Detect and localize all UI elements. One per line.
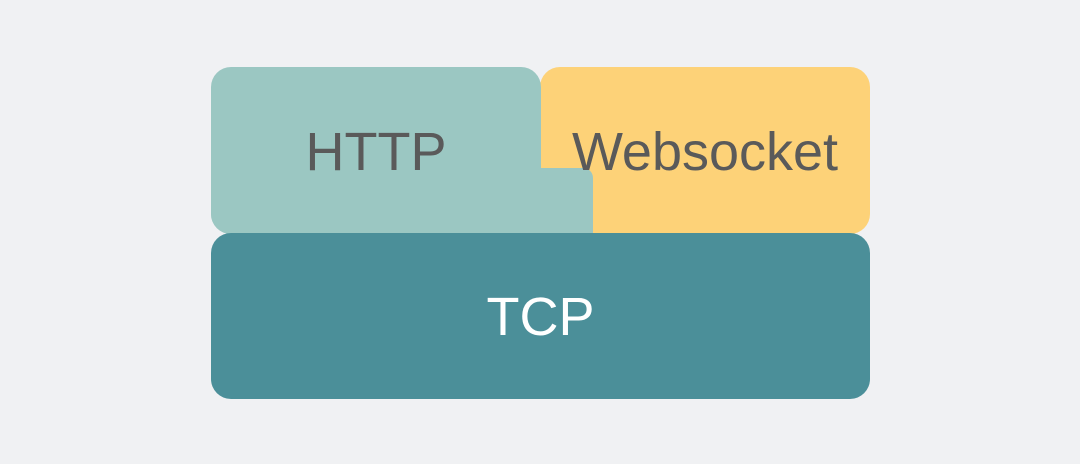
http-layer-extension xyxy=(211,168,593,234)
websocket-layer xyxy=(540,67,870,234)
websocket-label: Websocket xyxy=(571,122,839,182)
tcp-layer xyxy=(211,233,870,399)
http-label: HTTP xyxy=(305,122,447,182)
tcp-label: TCP xyxy=(486,287,595,347)
